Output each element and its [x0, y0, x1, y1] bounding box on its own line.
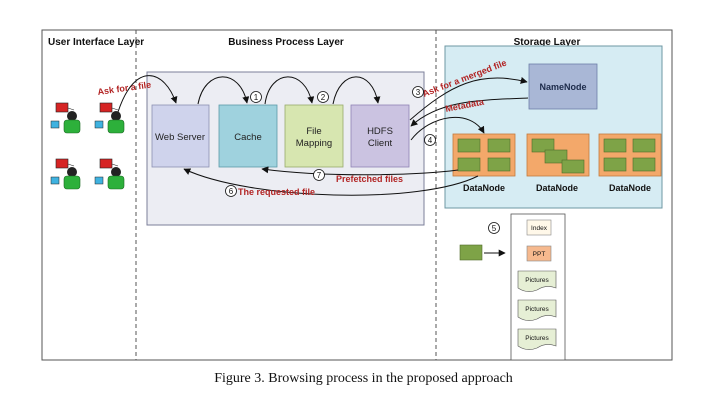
hdfs-client-box	[350, 104, 410, 168]
svg-text:5: 5	[492, 224, 497, 233]
datanode-3	[598, 133, 662, 177]
svg-text:7: 7	[317, 171, 322, 180]
arrow-step-1	[197, 76, 250, 105]
datanode-1-label: DataNode	[463, 183, 505, 193]
pictures-shape-1	[517, 270, 557, 292]
hdfs-client-label-1: HDFS	[367, 126, 393, 137]
pictures-label-2: Pictures	[525, 306, 549, 313]
file-mapping-box	[284, 104, 344, 168]
pictures-shape-2	[517, 299, 557, 321]
step-7-marker: 7	[313, 169, 325, 181]
web-server-label: Web Server	[155, 132, 205, 143]
arrow-metadata	[410, 97, 529, 127]
arrow-prefetched	[261, 166, 459, 176]
index-label: Index	[531, 225, 548, 232]
svg-text:1: 1	[254, 93, 259, 102]
datanode-1	[452, 133, 516, 177]
step-3-marker: 3	[412, 86, 424, 98]
step-4-marker: 4	[424, 134, 436, 146]
pictures-label-3: Pictures	[525, 335, 549, 342]
prefetched-label: Prefetched files	[336, 174, 403, 184]
figure-frame	[41, 29, 673, 361]
ask-file-label: Ask for a file	[97, 80, 152, 97]
business-layer-title: Business Process Layer	[228, 37, 344, 48]
storage-layer-title: Storage Layer	[514, 37, 581, 48]
file-mapping-label-1: File	[306, 126, 321, 137]
svg-text:2: 2	[321, 93, 326, 102]
file-mapping-label-2: Mapping	[296, 138, 332, 149]
step-1-marker: 1	[250, 91, 262, 103]
arrow-requested	[183, 168, 479, 196]
user-client-1	[50, 102, 81, 134]
step-5-marker: 5	[488, 222, 500, 234]
datanode-3-label: DataNode	[609, 183, 651, 193]
step-6-marker: 6	[225, 185, 237, 197]
namenode-box	[528, 63, 598, 110]
svg-text:3: 3	[416, 88, 421, 97]
merged-block	[459, 244, 483, 261]
user-client-2	[94, 102, 125, 134]
cache-label: Cache	[234, 132, 261, 143]
pictures-shape-3	[517, 328, 557, 350]
arrow-ask-file	[117, 75, 178, 113]
pictures-label-1: Pictures	[525, 277, 549, 284]
arrow-ask-merged	[409, 77, 528, 121]
datanode-2-label: DataNode	[536, 183, 578, 193]
svg-text:4: 4	[428, 136, 433, 145]
index-box	[526, 219, 552, 236]
ppt-box	[526, 245, 552, 262]
arrow-step-2	[264, 76, 315, 105]
cache-box	[218, 104, 278, 168]
web-server-box	[151, 104, 210, 168]
ui-layer-title: User Interface Layer	[48, 37, 144, 48]
arrow-to-datanode	[410, 116, 485, 141]
figure-caption: Figure 3. Browsing process in the propos…	[214, 371, 513, 386]
arrow-step-2b	[332, 76, 381, 105]
namenode-label: NameNode	[539, 82, 586, 92]
hdfs-client-label-2: Client	[368, 138, 393, 149]
svg-text:6: 6	[229, 187, 234, 196]
datanode-2	[526, 133, 590, 177]
requested-label: The requested file	[238, 187, 315, 197]
ppt-label: PPT	[533, 251, 546, 258]
step-2-marker: 2	[317, 91, 329, 103]
user-client-3	[50, 158, 81, 190]
user-client-4	[94, 158, 125, 190]
